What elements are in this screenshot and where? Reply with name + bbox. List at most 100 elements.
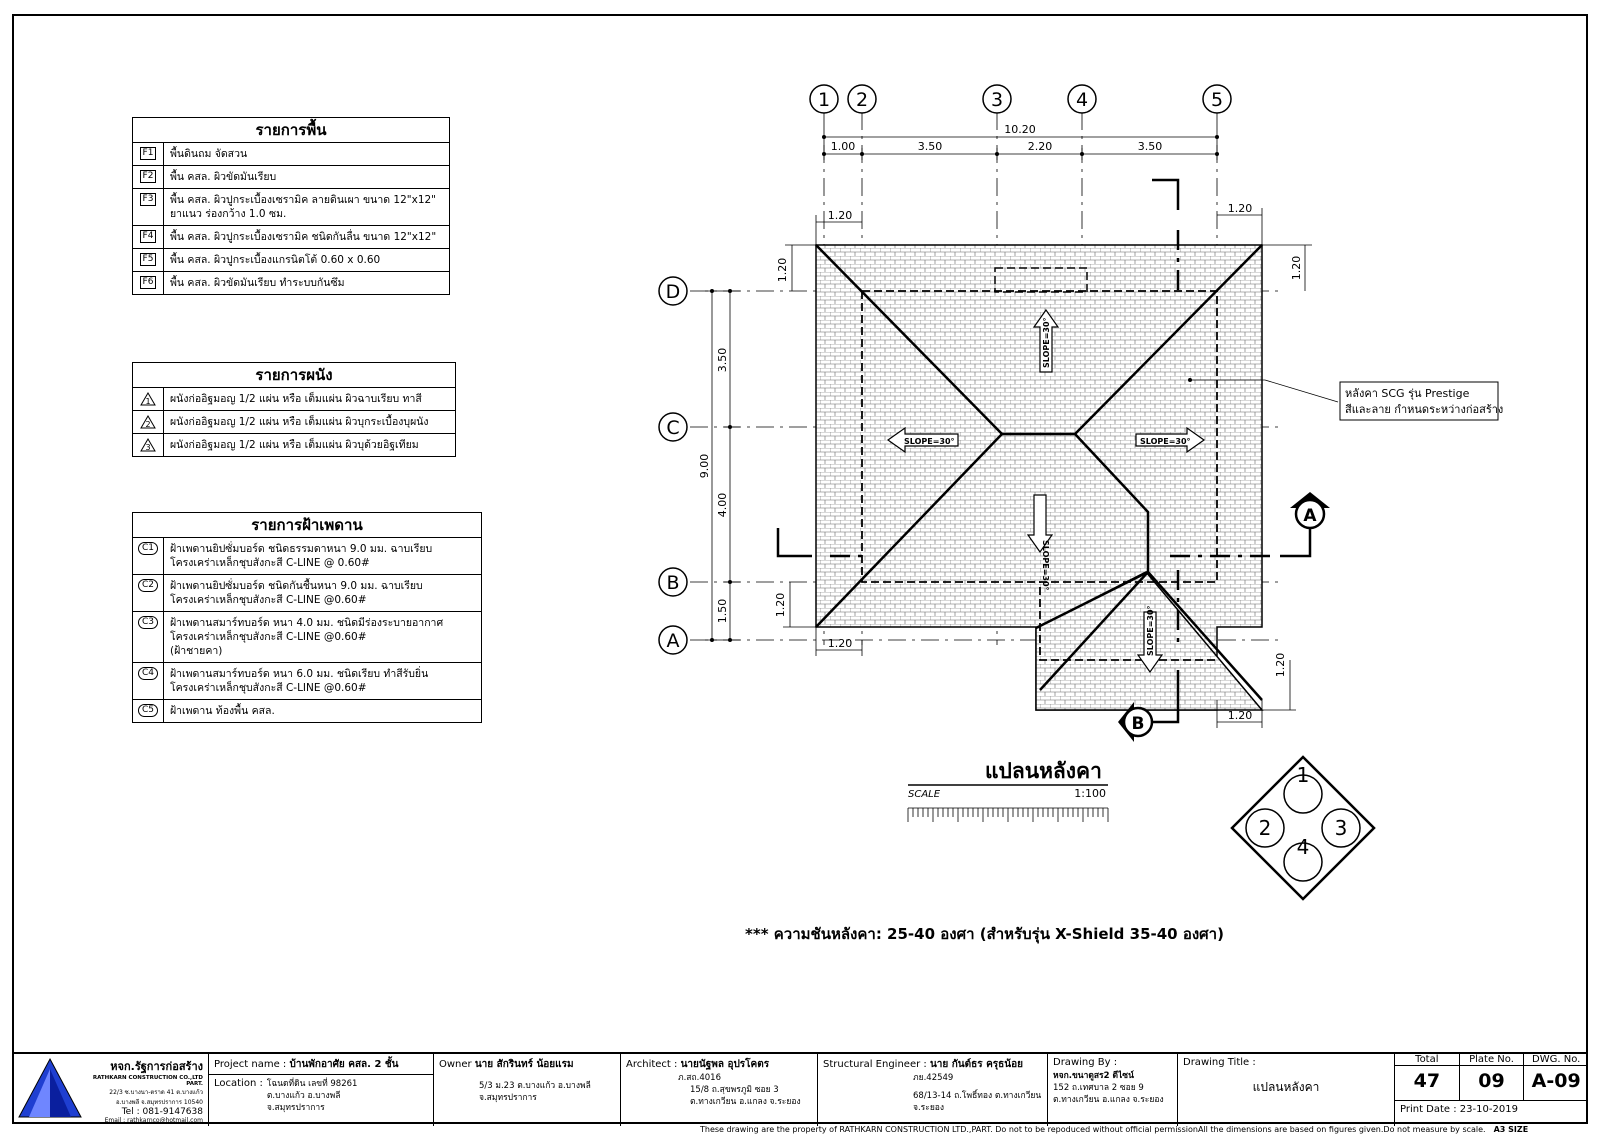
svg-text:1: 1 (145, 397, 150, 406)
engineer-line-2: 68/13-14 ถ.โพธิ์ทอง ต.ทางเกวียน (913, 1091, 1042, 1101)
dim-left-total: 9.00 (698, 454, 711, 479)
roof-callout-line-1: หลังคา SCG รุ่น Prestige (1345, 387, 1470, 400)
owner-address-2: จ.สมุทรปราการ (479, 1093, 537, 1103)
grid-label-row-c: C (666, 417, 679, 439)
drawn-by-line-2: 152 ถ.เทศบาล 2 ซอย 9 (1053, 1083, 1144, 1093)
engineer-value: นาย กันต์ธร ครุธน้อย (929, 1059, 1023, 1070)
floor-code-cell: F2 (133, 166, 164, 188)
floor-description: พื้น คสล. ผิวขัดมันเรียบ ทำระบบกันซึม (170, 277, 345, 289)
floor-description: พื้น คสล. ผิวขัดมันเรียบ (170, 171, 277, 183)
dwg-label: DWG. No. (1524, 1054, 1589, 1066)
company-cell: หจก.รัฐการก่อสร้าง RATHKARN CONSTRUCTION… (12, 1054, 209, 1126)
overhang-top-left: 1.20 (828, 209, 853, 222)
dim-left-2: 4.00 (716, 493, 729, 518)
roof-callout-line-2: สีและลาย กำหนดระหว่างก่อสร้าง (1345, 403, 1504, 416)
company-tel: Tel : 081-9147638 (121, 1107, 203, 1117)
grid-label-col-4: 4 (1076, 89, 1088, 111)
drawn-by-label: Drawing By : (1053, 1057, 1118, 1068)
architect-line-2: 15/8 ถ.สุขพรภูมิ ซอย 3 (690, 1085, 779, 1095)
project-label: Project name : (214, 1059, 287, 1070)
architect-label: Architect : (626, 1059, 678, 1070)
roof-pitch-note: *** ความชันหลังคา: 25-40 องศา (สำหรับรุ่… (745, 925, 1224, 943)
floor-code: F5 (139, 253, 157, 266)
drawn-by-cell: Drawing By : หจก.ขนาดูสร2 ดีไซน์ 152 ถ.เ… (1048, 1054, 1178, 1126)
engineer-line-3: จ.ระยอง (913, 1103, 945, 1113)
floor-code-cell: F1 (133, 143, 164, 165)
slope-label-north: SLOPE=30° (1042, 317, 1051, 368)
grid-bubble-row-c (658, 412, 688, 442)
floor-description: พื้น คสล. ผิวปูกระเบื้องเซรามิค ลายดินเผ… (170, 194, 437, 220)
sheet-size: A3 SIZE (1493, 1125, 1529, 1134)
architect-line-1: ภ.สถ.4016 (678, 1073, 721, 1083)
ceiling-code-cell: C1 (133, 538, 164, 574)
architect-value: นายนัฐพล อุปรโคตร (680, 1059, 770, 1070)
svg-text:2: 2 (145, 420, 150, 429)
wall-description: ผนังก่ออิฐมอญ 1/2 แผ่น หรือ เต็มแผ่น ผิว… (170, 393, 422, 405)
overhang-bottom-left: 1.20 (828, 637, 853, 650)
wall-type-triangle-icon: 3 (133, 434, 164, 456)
floor-row: F5 พื้น คสล. ผิวปูกระเบื้องแกรนิตโต้ 0.60… (133, 249, 449, 272)
floor-row: F6 พื้น คสล. ผิวขัดมันเรียบ ทำระบบกันซึม (133, 272, 449, 294)
grid-bubble-col-5 (1202, 84, 1232, 114)
ceiling-code: C2 (137, 579, 158, 592)
architect-cell: Architect : นายนัฐพล อุปรโคตร ภ.สถ.4016 … (621, 1054, 818, 1126)
grid-label-col-2: 2 (856, 89, 868, 111)
overhang-bottom-right: 1.20 (1228, 709, 1253, 722)
grid-label-row-b: B (666, 572, 679, 594)
company-logo (18, 1057, 82, 1118)
drawing-title-label: Drawing Title : (1183, 1057, 1256, 1068)
title-block: หจก.รัฐการก่อสร้าง RATHKARN CONSTRUCTION… (12, 1052, 1589, 1126)
owner-cell: Owner นาย สักรินทร์ น้อยแรม 5/3 ม.23 ต.บ… (434, 1054, 621, 1126)
overhang-right-bottom: 1.20 (1274, 653, 1287, 678)
floor-code: F3 (139, 193, 157, 206)
project-cell: Project name : บ้านพักอาศัย คสล. 2 ชั้น … (209, 1054, 434, 1126)
floor-description: พื้น คสล. ผิวปูกระเบื้องแกรนิตโต้ 0.60 x… (170, 254, 381, 266)
ceiling-code-cell: C2 (133, 575, 164, 611)
section-marker-a: A (1290, 492, 1330, 530)
drawing-title-value: แปลนหลังคา (1252, 1080, 1320, 1094)
floor-code: F6 (139, 276, 157, 289)
copyright-footer: These drawing are the property of RATHKA… (700, 1125, 1528, 1134)
floor-row: F1 พื้นดินถม จัดสวน (133, 143, 449, 166)
dim-left-3: 1.50 (716, 599, 729, 624)
floor-code-cell: F4 (133, 226, 164, 248)
roof-callout-box (1339, 381, 1499, 421)
dim-top-2: 3.50 (918, 140, 943, 153)
architect-line-3: ต.ทางเกวียน อ.แกลง จ.ระยอง (690, 1097, 801, 1107)
ceiling-description: ฝ้าเพดานยิปซั่มบอร์ด ชนิดกันชื้นหนา 9.0 … (170, 580, 423, 606)
floor-schedule-title: รายการพื้น (133, 118, 449, 143)
floor-code: F1 (139, 147, 157, 160)
floor-row: F2 พื้น คสล. ผิวขัดมันเรียบ (133, 166, 449, 189)
dwg-value: A-09 (1531, 1070, 1581, 1092)
ceiling-code-cell: C4 (133, 663, 164, 699)
ceiling-code: C5 (137, 704, 158, 717)
copyright-text: These drawing are the property of RATHKA… (700, 1125, 1486, 1134)
ceiling-code: C4 (137, 667, 158, 680)
section-label-a: A (1303, 506, 1317, 526)
dim-top-3: 2.20 (1028, 140, 1053, 153)
overhang-right-top: 1.20 (1290, 256, 1303, 281)
grid-bubble-col-1 (809, 84, 839, 114)
owner-value: นาย สักรินทร์ น้อยแรม (474, 1059, 574, 1070)
key-plan: 1 2 3 4 (1230, 755, 1376, 901)
scale-value: 1:100 (1074, 787, 1106, 800)
location-line-3: จ.สมุทรปราการ (266, 1103, 325, 1113)
section-label-b: B (1132, 714, 1145, 734)
floor-code-cell: F3 (133, 189, 164, 225)
slope-label-wing: SLOPE=30° (1146, 605, 1155, 656)
wall-type-triangle-icon: 2 (133, 411, 164, 433)
company-name: หจก.รัฐการก่อสร้าง (110, 1060, 203, 1073)
engineer-cell: Structural Engineer : นาย กันต์ธร ครุธน้… (818, 1054, 1048, 1126)
floor-description: พื้นดินถม จัดสวน (170, 148, 248, 160)
wall-schedule-title: รายการผนัง (133, 363, 455, 388)
dim-total-top: 10.20 (1004, 123, 1036, 136)
ceiling-schedule-title: รายการฝ้าเพดาน (133, 513, 481, 538)
wall-row: 1 ผนังก่ออิฐมอญ 1/2 แผ่น หรือ เต็มแผ่น ผิ… (133, 388, 455, 411)
grid-bubble-row-d (658, 276, 688, 306)
